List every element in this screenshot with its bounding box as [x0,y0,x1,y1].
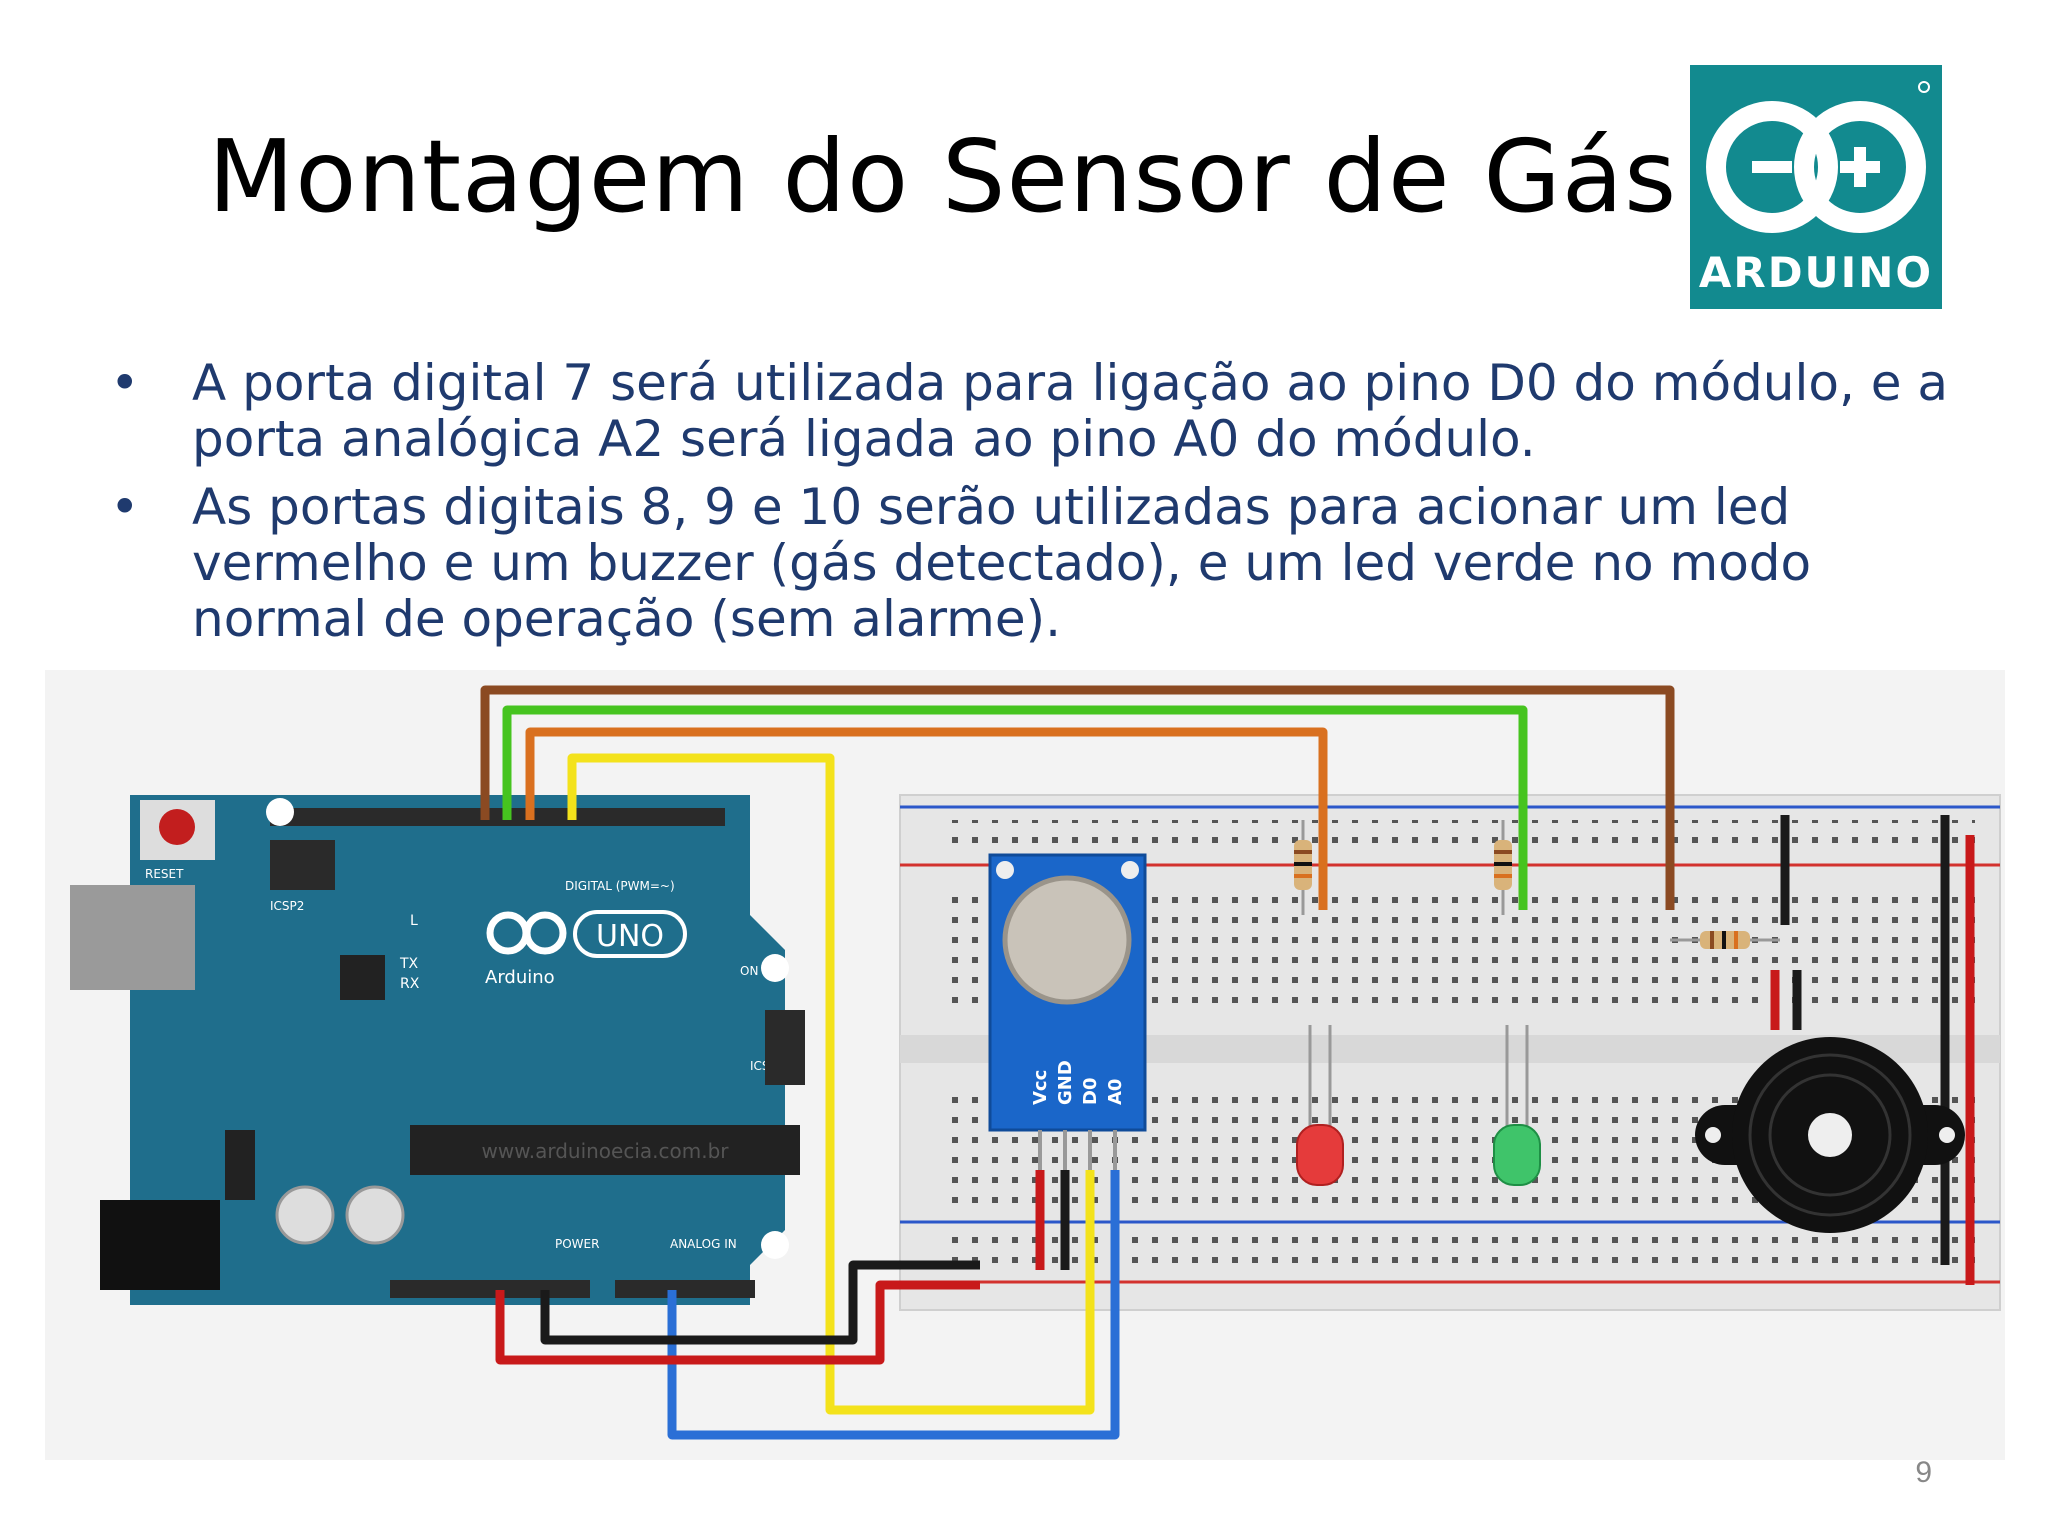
tx-label: TX [399,956,419,972]
resistor [1294,820,1312,915]
arduino-board-logo: UNO Arduino [485,910,687,988]
orange-wire [525,727,1328,910]
regulator [225,1130,255,1200]
reset-label: RESET [145,867,184,881]
digital-header [270,808,725,826]
rx-label: RX [400,976,420,992]
resistor [1494,820,1512,915]
sensor-pin-label: A0 [1105,1079,1126,1105]
board-brand: Arduino [485,967,555,988]
green-wire [502,705,1528,910]
mount-hole [996,861,1014,879]
icsp2-header [270,840,335,890]
red-wire [495,1280,980,1365]
sensor-pins [1038,1130,1117,1170]
l-label: L [410,913,418,929]
digital-label: DIGITAL (PWM=~) [565,879,675,893]
bullet-item: • A porta digital 7 será utilizada para … [110,355,1970,467]
mount-hole [761,954,789,982]
analog-label: ANALOG IN [670,1237,737,1251]
sensor-pin-label: D0 [1080,1078,1101,1105]
arduino-logo-text: ARDUINO [1698,248,1934,297]
mount-hole [266,798,294,826]
arduino-infinity-icon [1706,81,1930,233]
slide-title: Montagem do Sensor de Gás [208,118,1678,235]
page-number: 9 [1915,1456,1932,1489]
atmega-chip [410,1125,800,1175]
mount-hole [1121,861,1139,879]
power-jack [100,1200,220,1290]
icsp2-label: ICSP2 [270,899,304,913]
black-wire [540,1260,980,1345]
capacitor [345,1185,405,1245]
resistor [1670,931,1780,949]
brown-wire [480,685,1675,910]
gas-sensor-dome [1002,875,1132,1005]
wires [480,685,1975,1440]
bullet-text: As portas digitais 8, 9 e 10 serão utili… [192,478,1812,648]
chip [340,955,385,1000]
bullet-symbol: • [110,478,140,536]
bullet-text: A porta digital 7 será utilizada para li… [192,354,1949,468]
bullet-symbol: • [110,354,140,412]
arduino-logo: ARDUINO [1690,65,1942,309]
buzzer [1695,1037,1965,1233]
red-led [1296,1025,1344,1186]
board-model: UNO [596,919,664,954]
on-label: ON [740,964,758,978]
capacitor [275,1185,335,1245]
circuit-svg: RESET ICSP2 DIGITAL (PWM=~) POWER ANALOG… [70,685,2001,1440]
gas-sensor-module: Vcc GND D0 A0 [988,853,1147,1132]
usb-port [70,885,195,990]
power-label: POWER [555,1237,599,1251]
watermark: www.arduinoecia.com.br [481,1139,729,1163]
bullet-item: • As portas digitais 8, 9 e 10 serão uti… [110,479,1970,647]
bullet-list: • A porta digital 7 será utilizada para … [110,355,1970,659]
circuit-diagram: RESET ICSP2 DIGITAL (PWM=~) POWER ANALOG… [45,670,2005,1460]
icsp-header [765,1010,805,1085]
mount-hole [761,1231,789,1259]
reset-button-cap [159,809,195,845]
analog-header [615,1280,755,1298]
yellow-wire [567,753,1095,1415]
sensor-pin-label: Vcc [1030,1070,1051,1105]
sensor-pin-label: GND [1055,1060,1076,1105]
arduino-uno-board: RESET ICSP2 DIGITAL (PWM=~) POWER ANALOG… [70,795,805,1305]
power-header [390,1280,590,1298]
green-led [1493,1025,1541,1186]
